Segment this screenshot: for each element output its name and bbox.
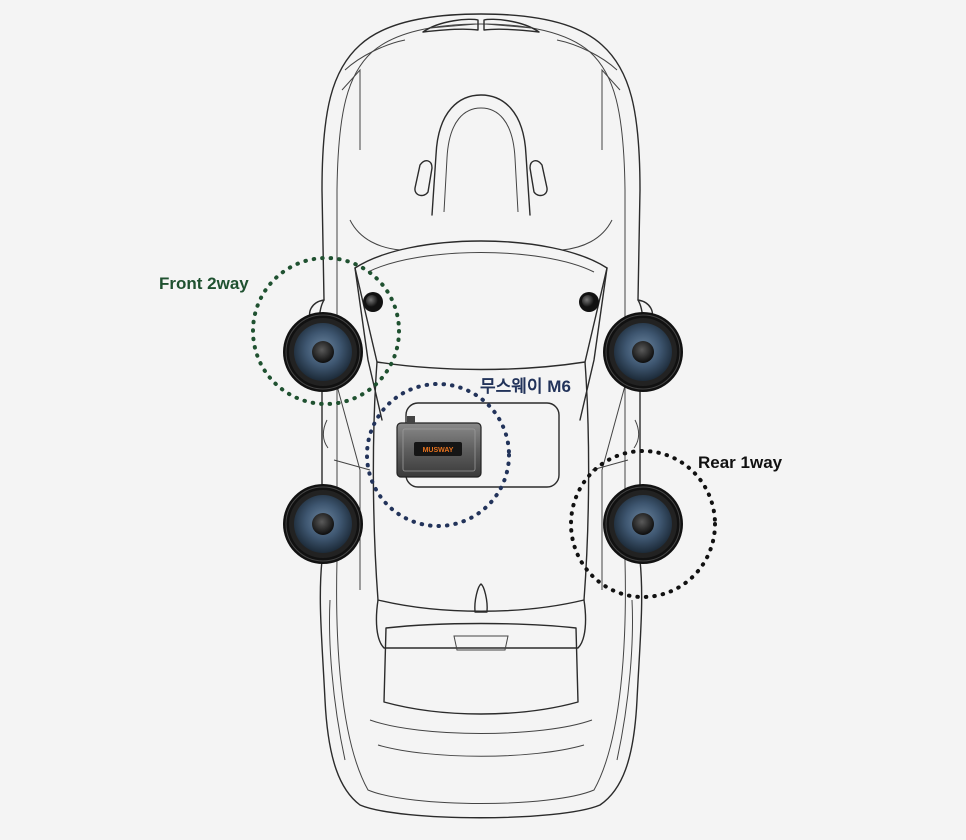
front-left-speaker [282, 311, 364, 393]
amp-brand-logo: MUSWAY [423, 447, 454, 454]
front-2way-label: Front 2way [159, 274, 249, 293]
rear-1way-label: Rear 1way [698, 453, 783, 472]
amp-group-ring [365, 382, 511, 528]
rear-left-speaker [282, 483, 364, 565]
dsp-amplifier: MUSWAY [396, 416, 482, 478]
rear-right-speaker [602, 483, 684, 565]
amplifier-label: 무스웨이 M6 [480, 377, 571, 396]
rear-group-ring [569, 449, 717, 599]
front-right-speaker [602, 311, 684, 393]
front-group-ring [251, 256, 401, 406]
tweeter-right [579, 292, 599, 312]
car-outline [308, 13, 654, 819]
tweeter-left [363, 292, 383, 312]
